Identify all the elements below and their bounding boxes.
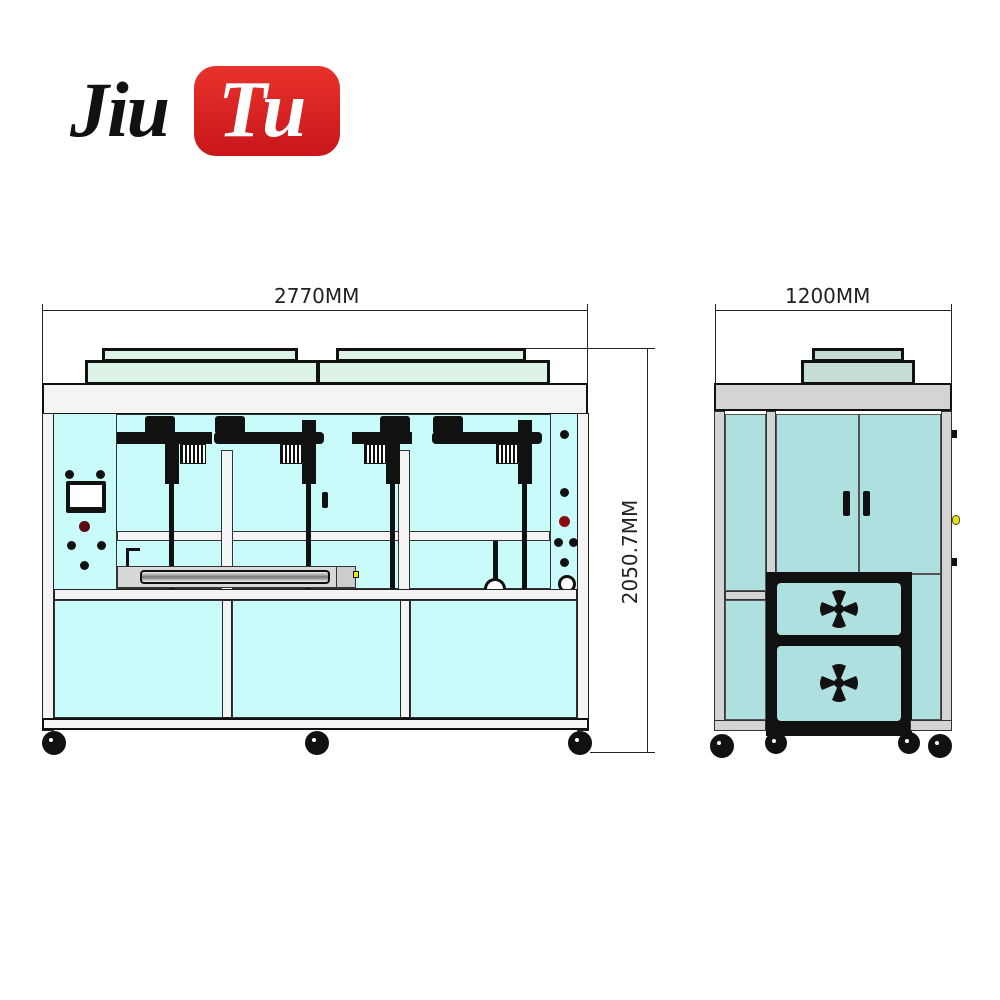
control-button[interactable] [97, 541, 106, 550]
press-rod [390, 484, 395, 589]
front-width-dimension-line [42, 310, 588, 311]
stand [493, 541, 498, 581]
base-beam [42, 718, 589, 730]
side-post-inner [766, 411, 776, 576]
press-rod [169, 484, 174, 589]
side-post-right [941, 411, 952, 731]
valve-block [496, 444, 518, 464]
valve-block [364, 444, 386, 464]
press-arm [214, 432, 324, 444]
control-button[interactable] [67, 541, 76, 550]
cabinet-door-right[interactable] [859, 414, 941, 574]
control-button[interactable] [80, 561, 89, 570]
height-extension-top [525, 348, 655, 349]
caster-wheel [898, 732, 920, 754]
touch-screen[interactable] [70, 485, 102, 507]
control-button[interactable] [560, 430, 569, 439]
top-cover-lower-right [317, 360, 550, 385]
press-rod [306, 484, 311, 589]
caster-wheel [305, 731, 329, 755]
motor [145, 416, 175, 434]
frame-post-left [42, 413, 54, 731]
caster-wheel [710, 734, 734, 758]
caster-wheel [928, 734, 952, 758]
indicator-dot [65, 470, 74, 479]
side-top-beam [714, 383, 952, 411]
logo-text-jiu: Jiu [70, 66, 170, 153]
side-base-right [910, 720, 952, 731]
door-handle-right[interactable] [863, 491, 870, 516]
handle [322, 492, 328, 508]
control-button[interactable] [560, 488, 569, 497]
frame-post-right [577, 413, 589, 731]
side-fitting [952, 430, 957, 438]
side-fitting [952, 558, 957, 566]
press-cylinder [518, 420, 532, 484]
fan-icon [820, 664, 858, 702]
caster-wheel [568, 731, 592, 755]
top-beam [42, 383, 588, 415]
valve-block [280, 444, 302, 464]
side-panel-left-upper [725, 414, 766, 591]
logo-text-tu: Tu [218, 66, 306, 154]
side-extension-left [715, 304, 716, 384]
side-panel-right-lower [910, 574, 941, 720]
lower-divider [400, 600, 410, 718]
side-width-dimension-line [715, 310, 951, 311]
logo-red-badge [194, 66, 340, 156]
motor [433, 416, 463, 434]
pneumatic-cylinder [140, 570, 330, 584]
press-cylinder [302, 420, 316, 484]
height-extension-bottom [590, 752, 655, 753]
lower-panel-right[interactable] [410, 600, 577, 718]
top-cover-lower-left [85, 360, 319, 385]
fan-icon [820, 590, 858, 628]
door-handle-left[interactable] [843, 491, 850, 516]
front-height-dimension: 2050.7MM [618, 499, 642, 605]
control-button[interactable] [560, 558, 569, 567]
side-width-dimension: 1200MM [785, 284, 871, 308]
middle-beam [54, 589, 577, 600]
extension-line-right [587, 304, 588, 384]
press-rod [522, 484, 527, 589]
emergency-stop-button[interactable] [79, 521, 90, 532]
sensor [353, 571, 359, 578]
side-base-left [714, 720, 766, 731]
lower-divider [222, 600, 232, 718]
side-middle-beam [725, 591, 766, 600]
lower-panel-left[interactable] [54, 600, 224, 718]
press-arm [432, 432, 542, 444]
extension-line-left [42, 304, 43, 384]
side-indicator-light [952, 515, 960, 525]
side-top-cover-lower [801, 360, 915, 385]
bracket [126, 548, 140, 566]
side-extension-right [951, 304, 952, 384]
lower-panel-center[interactable] [232, 600, 402, 718]
caster-wheel [765, 732, 787, 754]
press-cylinder [386, 440, 400, 484]
press-cylinder [165, 440, 179, 484]
right-control-panel [550, 414, 577, 589]
motor [215, 416, 245, 434]
press-arm [117, 432, 212, 444]
valve-block [180, 444, 206, 464]
control-button[interactable] [554, 538, 563, 547]
indicator-dot [96, 470, 105, 479]
emergency-stop-button[interactable] [559, 516, 570, 527]
control-button[interactable] [569, 538, 578, 547]
horizontal-rail [117, 531, 550, 541]
side-panel-left-lower [725, 600, 766, 720]
stand-foot [484, 578, 506, 589]
front-height-dimension-line [647, 348, 648, 752]
front-width-dimension: 2770MM [274, 284, 360, 308]
side-post-left [714, 411, 725, 731]
caster-wheel [42, 731, 66, 755]
motor [380, 416, 410, 434]
